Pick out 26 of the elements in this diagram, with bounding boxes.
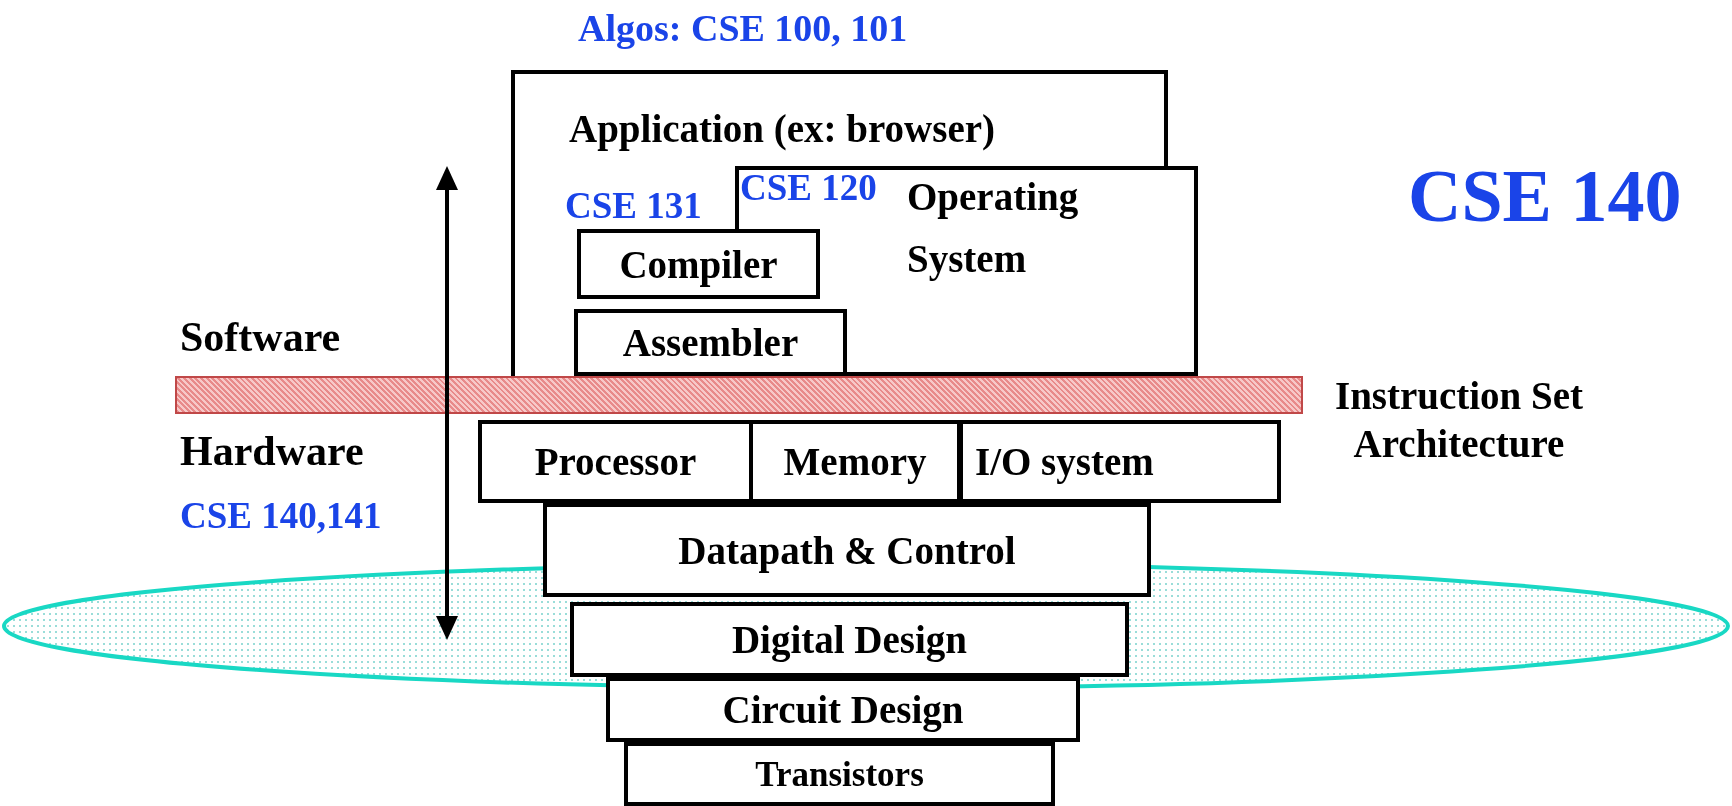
layer-label: Digital Design [730,617,969,664]
course-label: Algos: CSE 100, 101 [578,6,908,51]
course-title: CSE 140 [1408,154,1682,239]
layer-label: Circuit Design [721,687,965,734]
section-label: Hardware [180,427,364,476]
layer-box [624,742,1055,806]
layer-box [577,229,820,299]
layer-box [574,309,847,376]
layer-label: Application (ex: browser) [569,106,996,153]
course-label: CSE 131 [565,184,702,228]
layer-label: Operating System [907,174,1080,283]
isa-bar [175,376,1303,414]
layer-label: Datapath & Control [677,527,1017,575]
course-label: CSE 120 [740,166,877,210]
layer-caption: Instruction Set Architecture [1333,373,1585,467]
layer-label: Processor [533,439,698,485]
section-label: Software [180,313,341,362]
layer-label: Transistors [754,753,925,796]
layer-box [570,602,1129,677]
layer-box [543,503,1151,597]
layer-box [959,420,1281,503]
layer-label: Assembler [621,320,800,366]
course-label: CSE 140,141 [180,494,382,538]
layer-label: Compiler [618,241,779,289]
layer-label: Memory [782,439,928,486]
layer-label: I/O system [975,439,1155,486]
